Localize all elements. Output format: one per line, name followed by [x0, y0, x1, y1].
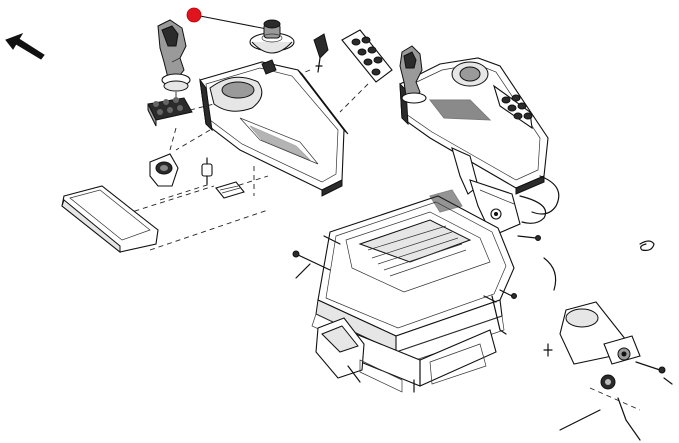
cover-plate [341, 29, 393, 83]
button-block [147, 97, 193, 127]
hardware-screws [483, 235, 655, 335]
assembly-guide-lines-left [99, 69, 369, 251]
highlight-marker-icon[interactable] [186, 7, 273, 31]
cable [531, 175, 560, 291]
armrest-bracket [451, 147, 547, 237]
joystick-right [399, 45, 427, 104]
armrest-console-left [199, 59, 349, 197]
actuator-motor [543, 301, 673, 441]
knob-part[interactable] [249, 19, 295, 54]
small-plate [215, 181, 245, 199]
joystick-left [157, 19, 191, 92]
suspension-base [315, 317, 497, 393]
seat-frame [311, 189, 515, 367]
direction-arrow-icon [5, 33, 45, 60]
rotary-part [149, 153, 179, 187]
switch-part [313, 33, 329, 73]
storage-tray [61, 185, 159, 254]
adjustment-lever [292, 235, 341, 279]
armrest-console-right [399, 57, 549, 195]
connector-part [201, 157, 213, 185]
